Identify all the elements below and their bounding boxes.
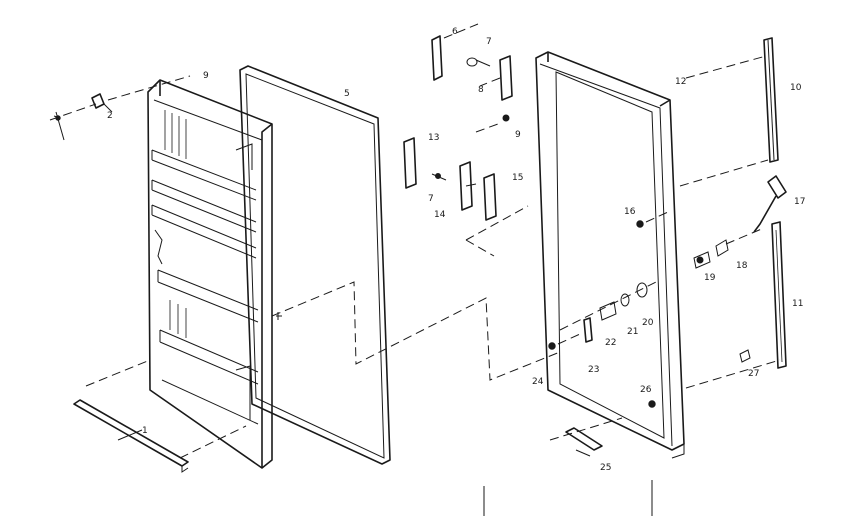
top-trim-10 [679, 37, 779, 187]
screw-9-mid [475, 114, 510, 133]
washer-7-top [466, 57, 491, 67]
bracket-17 [753, 175, 787, 233]
screw-16 [636, 211, 669, 228]
callout-13: 13 [428, 133, 439, 143]
callout-16: 16 [624, 207, 636, 217]
door-liner-part [147, 79, 273, 469]
callout-1: 1 [142, 426, 148, 436]
screw-26 [648, 400, 656, 408]
callout-7-top: 7 [486, 37, 492, 47]
callout-22: 22 [605, 338, 616, 348]
callout-25: 25 [600, 463, 611, 473]
screw-7-mid [431, 173, 447, 181]
bottom-hinge-25 [549, 417, 623, 457]
callout-2: 2 [107, 111, 113, 121]
axis-line-parts-row [559, 281, 657, 331]
screw-27 [739, 349, 751, 363]
washer-21 [620, 293, 630, 307]
hinge-plate-14 [459, 161, 477, 211]
callout-21: 21 [627, 327, 638, 337]
callout-17: 17 [794, 197, 805, 207]
pin-23 [583, 317, 593, 343]
spacer-22 [599, 301, 617, 321]
callout-23: 23 [588, 365, 599, 375]
callout-10: 10 [790, 83, 802, 93]
hinge-plate-15 [483, 173, 497, 221]
callout-8: 8 [478, 85, 484, 95]
callout-11: 11 [792, 299, 803, 309]
callout-15: 15 [512, 173, 523, 183]
screw-19 [693, 251, 711, 269]
callout-labels: 9 2 5 1 6 7 8 9 13 7 14 15 12 10 16 17 1… [107, 27, 805, 473]
hinge-18 [715, 227, 765, 257]
axis-lines-middle [465, 205, 529, 257]
hinge-bracket-6 [431, 23, 479, 81]
callout-5: 5 [344, 89, 350, 99]
hinge-bracket-8 [479, 55, 513, 101]
callout-19: 19 [704, 273, 716, 283]
callout-9b: 9 [515, 130, 521, 140]
connector-line [271, 281, 561, 381]
bottom-guide-lines [483, 480, 653, 516]
bottom-bracket-1 [73, 359, 247, 473]
bracket-13 [403, 137, 417, 189]
hinge-pin-2 [53, 93, 113, 141]
callout-9a: 9 [203, 71, 209, 81]
callout-12: 12 [675, 77, 686, 87]
callout-24: 24 [532, 377, 544, 387]
liner-shelves [151, 110, 259, 425]
callout-6: 6 [452, 27, 458, 37]
outer-door-panel-12 [535, 51, 685, 459]
callout-27: 27 [748, 369, 759, 379]
callout-7-mid: 7 [428, 194, 434, 204]
bushing-20 [636, 282, 648, 298]
callout-14: 14 [434, 210, 446, 220]
side-trim-11 [685, 221, 787, 389]
axis-line-9 [49, 75, 191, 121]
screw-24 [548, 333, 581, 350]
callout-18: 18 [736, 261, 748, 271]
callout-20: 20 [642, 318, 654, 328]
callout-26: 26 [640, 385, 652, 395]
